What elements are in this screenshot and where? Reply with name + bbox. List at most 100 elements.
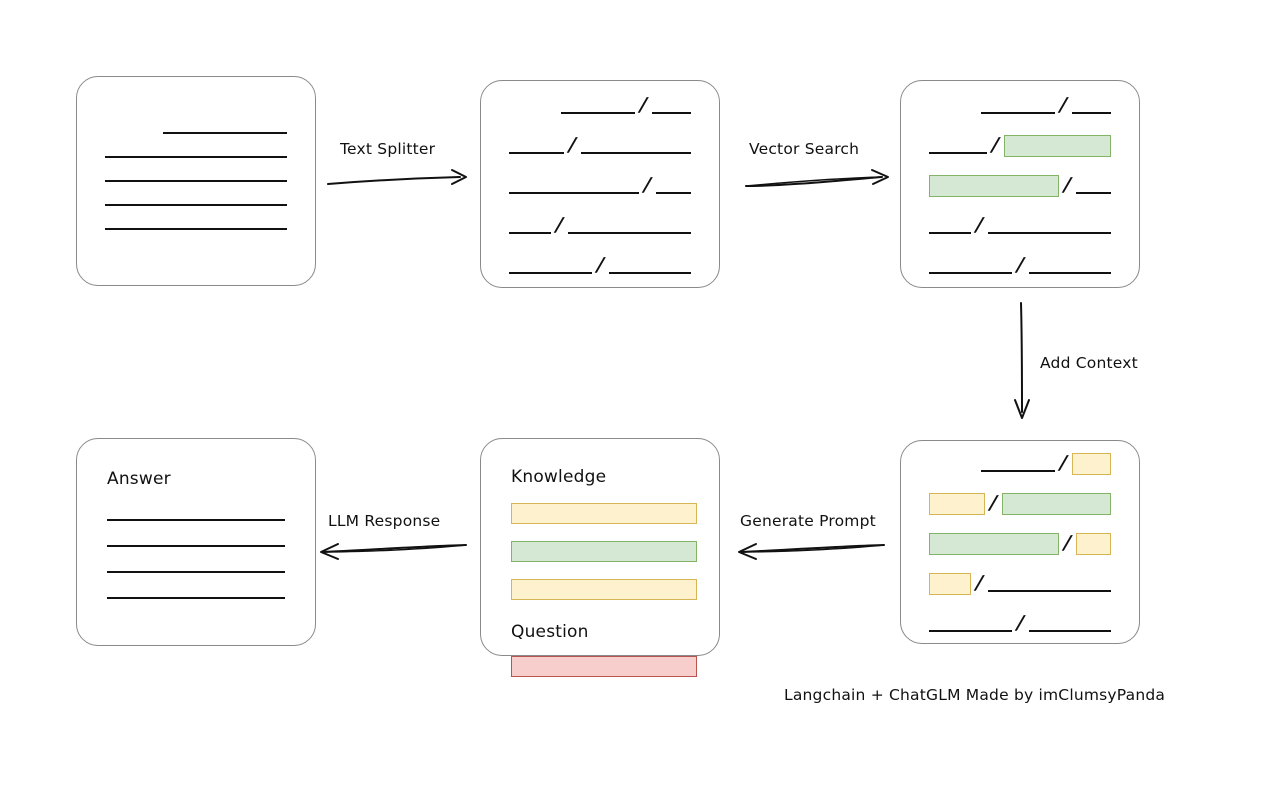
chunk-row: /	[509, 251, 691, 277]
arrow-generate-prompt-label: Generate Prompt	[740, 512, 876, 530]
chunk-separator-slash: /	[975, 214, 984, 236]
question-bar-stack	[511, 656, 697, 677]
vector-matches-box[interactable]: / / / / /	[900, 80, 1140, 288]
source-row	[105, 132, 287, 134]
text-line-segment	[509, 152, 565, 154]
arrow-vector-search: Vector Search	[744, 140, 894, 190]
text-line-segment	[561, 112, 636, 114]
source-row	[105, 204, 287, 206]
chunk-separator-slash: /	[991, 134, 1000, 156]
source-row	[105, 228, 287, 230]
text-line	[105, 204, 287, 206]
line-indent-spacer	[105, 132, 163, 134]
source-document-box[interactable]	[76, 76, 316, 286]
highlight-chip-green	[1003, 135, 1111, 157]
highlight-chip-green	[929, 175, 1059, 197]
text-line	[107, 519, 285, 521]
text-line-segment	[988, 590, 1111, 592]
text-line-segment	[509, 192, 639, 194]
text-line-segment	[580, 152, 691, 154]
highlight-chip-yellow	[1071, 453, 1111, 475]
arrow-add-context-label: Add Context	[1040, 354, 1138, 372]
answer-row	[107, 519, 285, 521]
text-line-segment	[652, 112, 691, 114]
arrow-generate-prompt-shaft	[738, 543, 885, 560]
knowledge-label: Knowledge	[511, 467, 607, 487]
chunk-row: /	[929, 449, 1111, 475]
chunk-row: /	[929, 171, 1111, 197]
split-chunks-box[interactable]: /////	[480, 80, 720, 288]
text-line-segment	[981, 470, 1056, 472]
highlight-chip-green	[929, 533, 1059, 555]
text-line-segment	[609, 272, 691, 274]
chunk-row: /	[929, 131, 1111, 157]
chunk-row: /	[509, 171, 691, 197]
context-added-content: / / / / /	[901, 441, 1139, 643]
source-row	[105, 180, 287, 182]
arrow-llm-response-shaft	[320, 543, 467, 560]
answer-line-stack	[107, 519, 285, 599]
text-line-segment	[1029, 630, 1111, 632]
text-line-segment	[929, 272, 1013, 274]
chunk-separator-slash: /	[643, 174, 652, 196]
chunk-row: /	[929, 609, 1111, 635]
arrow-generate-prompt: Generate Prompt	[736, 512, 888, 566]
text-line	[105, 156, 287, 158]
highlight-chip-green	[1001, 493, 1111, 515]
chunk-row: /	[929, 91, 1111, 117]
text-line-segment	[509, 272, 593, 274]
answer-box[interactable]: Answer	[76, 438, 316, 646]
chunk-row: /	[929, 489, 1111, 515]
text-line-segment	[929, 232, 972, 234]
chunk-row: /	[509, 211, 691, 237]
vector-matches-content: / / / / /	[901, 81, 1139, 287]
chunk-separator-slash: /	[975, 572, 985, 594]
text-line	[107, 597, 285, 599]
question-bar-red	[511, 656, 697, 677]
chunk-separator-slash: /	[1059, 452, 1068, 474]
vector-row-stack: / / / / /	[929, 91, 1111, 277]
chunk-separator-slash: /	[1059, 94, 1069, 116]
text-line-segment	[929, 152, 987, 154]
answer-label: Answer	[107, 469, 171, 489]
arrow-vector-search-shaft	[745, 169, 889, 187]
answer-row	[107, 571, 285, 573]
arrow-vector-search-label: Vector Search	[749, 140, 860, 158]
prompt-content: Knowledge Question	[481, 439, 719, 677]
arrow-text-splitter-shaft	[327, 169, 467, 185]
text-line-segment	[1072, 112, 1111, 114]
text-line	[105, 228, 287, 230]
chunk-separator-slash: /	[1016, 612, 1026, 634]
text-line-segment	[655, 192, 691, 194]
question-label: Question	[511, 622, 589, 642]
context-added-box[interactable]: / / / / /	[900, 440, 1140, 644]
answer-row	[107, 597, 285, 599]
text-line-segment	[981, 112, 1056, 114]
arrow-add-context-shaft	[1014, 302, 1030, 419]
arrow-text-splitter-label: Text Splitter	[340, 140, 436, 158]
highlight-chip-yellow	[929, 493, 985, 515]
text-line-segment	[568, 232, 691, 234]
text-line-segment	[509, 232, 552, 234]
chunk-row: /	[509, 91, 691, 117]
arrow-text-splitter: Text Splitter	[326, 140, 472, 190]
chunk-row: /	[929, 211, 1111, 237]
source-line-stack	[105, 132, 287, 230]
chunk-separator-slash: /	[555, 214, 564, 236]
chunk-row: /	[929, 251, 1111, 277]
split-row-stack: /////	[509, 91, 691, 277]
text-line-segment	[1029, 272, 1111, 274]
knowledge-bar-green	[511, 541, 697, 562]
credit-text: Langchain + ChatGLM Made by imClumsyPand…	[784, 686, 1166, 704]
text-line	[107, 545, 285, 547]
chunk-separator-slash: /	[639, 94, 649, 116]
chunk-row: /	[929, 529, 1111, 555]
chunk-separator-slash: /	[596, 254, 606, 276]
chunk-separator-slash: /	[1016, 254, 1026, 276]
highlight-chip-yellow	[1075, 533, 1111, 555]
arrow-llm-response-label: LLM Response	[328, 512, 441, 530]
text-line-segment	[929, 630, 1013, 632]
text-line	[107, 571, 285, 573]
prompt-box[interactable]: Knowledge Question	[480, 438, 720, 677]
